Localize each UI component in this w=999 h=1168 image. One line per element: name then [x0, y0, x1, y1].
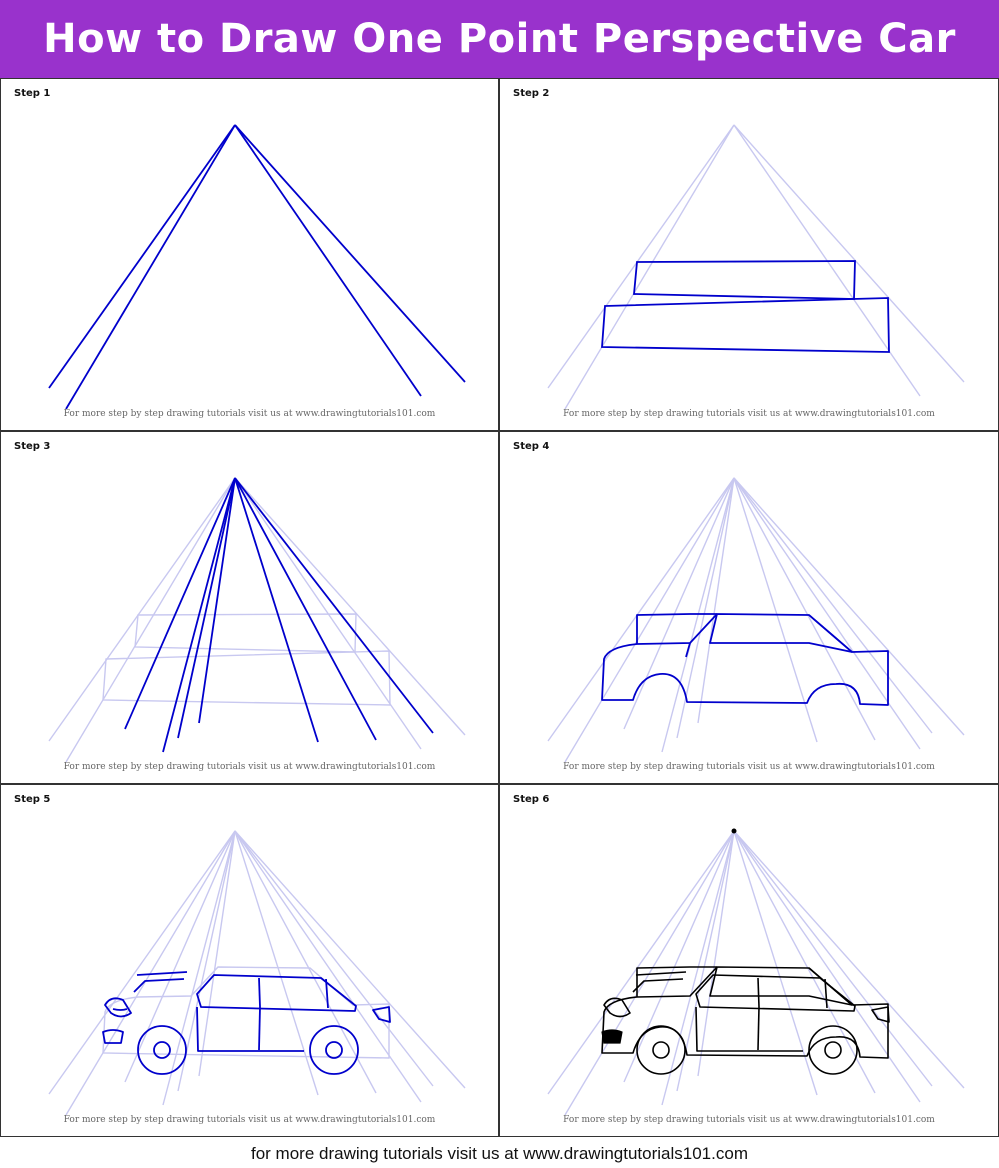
footer-text: for more drawing tutorials visit us at w… — [251, 1144, 748, 1163]
step-3-drawing — [48, 477, 466, 763]
step-4-drawing — [547, 477, 965, 763]
step-label: Step 3 — [14, 441, 51, 452]
step-1-drawing — [48, 124, 466, 410]
credit-text: For more step by step drawing tutorials … — [563, 1115, 935, 1125]
step-2-drawing — [547, 124, 965, 410]
page-title: How to Draw One Point Perspective Car — [43, 16, 956, 62]
credit-text: For more step by step drawing tutorials … — [63, 762, 436, 772]
step-panel-6: Step 6 — [499, 784, 999, 1137]
step-panel-4: Step 4 For mor — [499, 431, 999, 784]
step-panel-5: Step 5 — [0, 784, 499, 1137]
step-label: Step 6 — [513, 794, 550, 805]
step-panel-3: Step 3 For more step by step drawing tut… — [0, 431, 499, 784]
page-header: How to Draw One Point Perspective Car — [0, 0, 999, 78]
step-5-drawing — [48, 830, 466, 1116]
credit-text: For more step by step drawing tutorials … — [563, 409, 935, 419]
step-6-drawing — [547, 828, 965, 1116]
step-label: Step 5 — [14, 794, 51, 805]
credit-text: For more step by step drawing tutorials … — [63, 1115, 436, 1125]
step-label: Step 2 — [513, 88, 550, 99]
step-panel-2: Step 2 For more step by step drawing tut… — [499, 78, 999, 431]
credit-text: For more step by step drawing tutorials … — [563, 762, 935, 772]
step-label: Step 4 — [513, 441, 550, 452]
step-panel-1: Step 1 For more step by step drawing tut… — [0, 78, 499, 431]
steps-grid: Step 1 For more step by step drawing tut… — [0, 78, 999, 1137]
step-label: Step 1 — [14, 88, 51, 99]
credit-text: For more step by step drawing tutorials … — [63, 409, 436, 419]
